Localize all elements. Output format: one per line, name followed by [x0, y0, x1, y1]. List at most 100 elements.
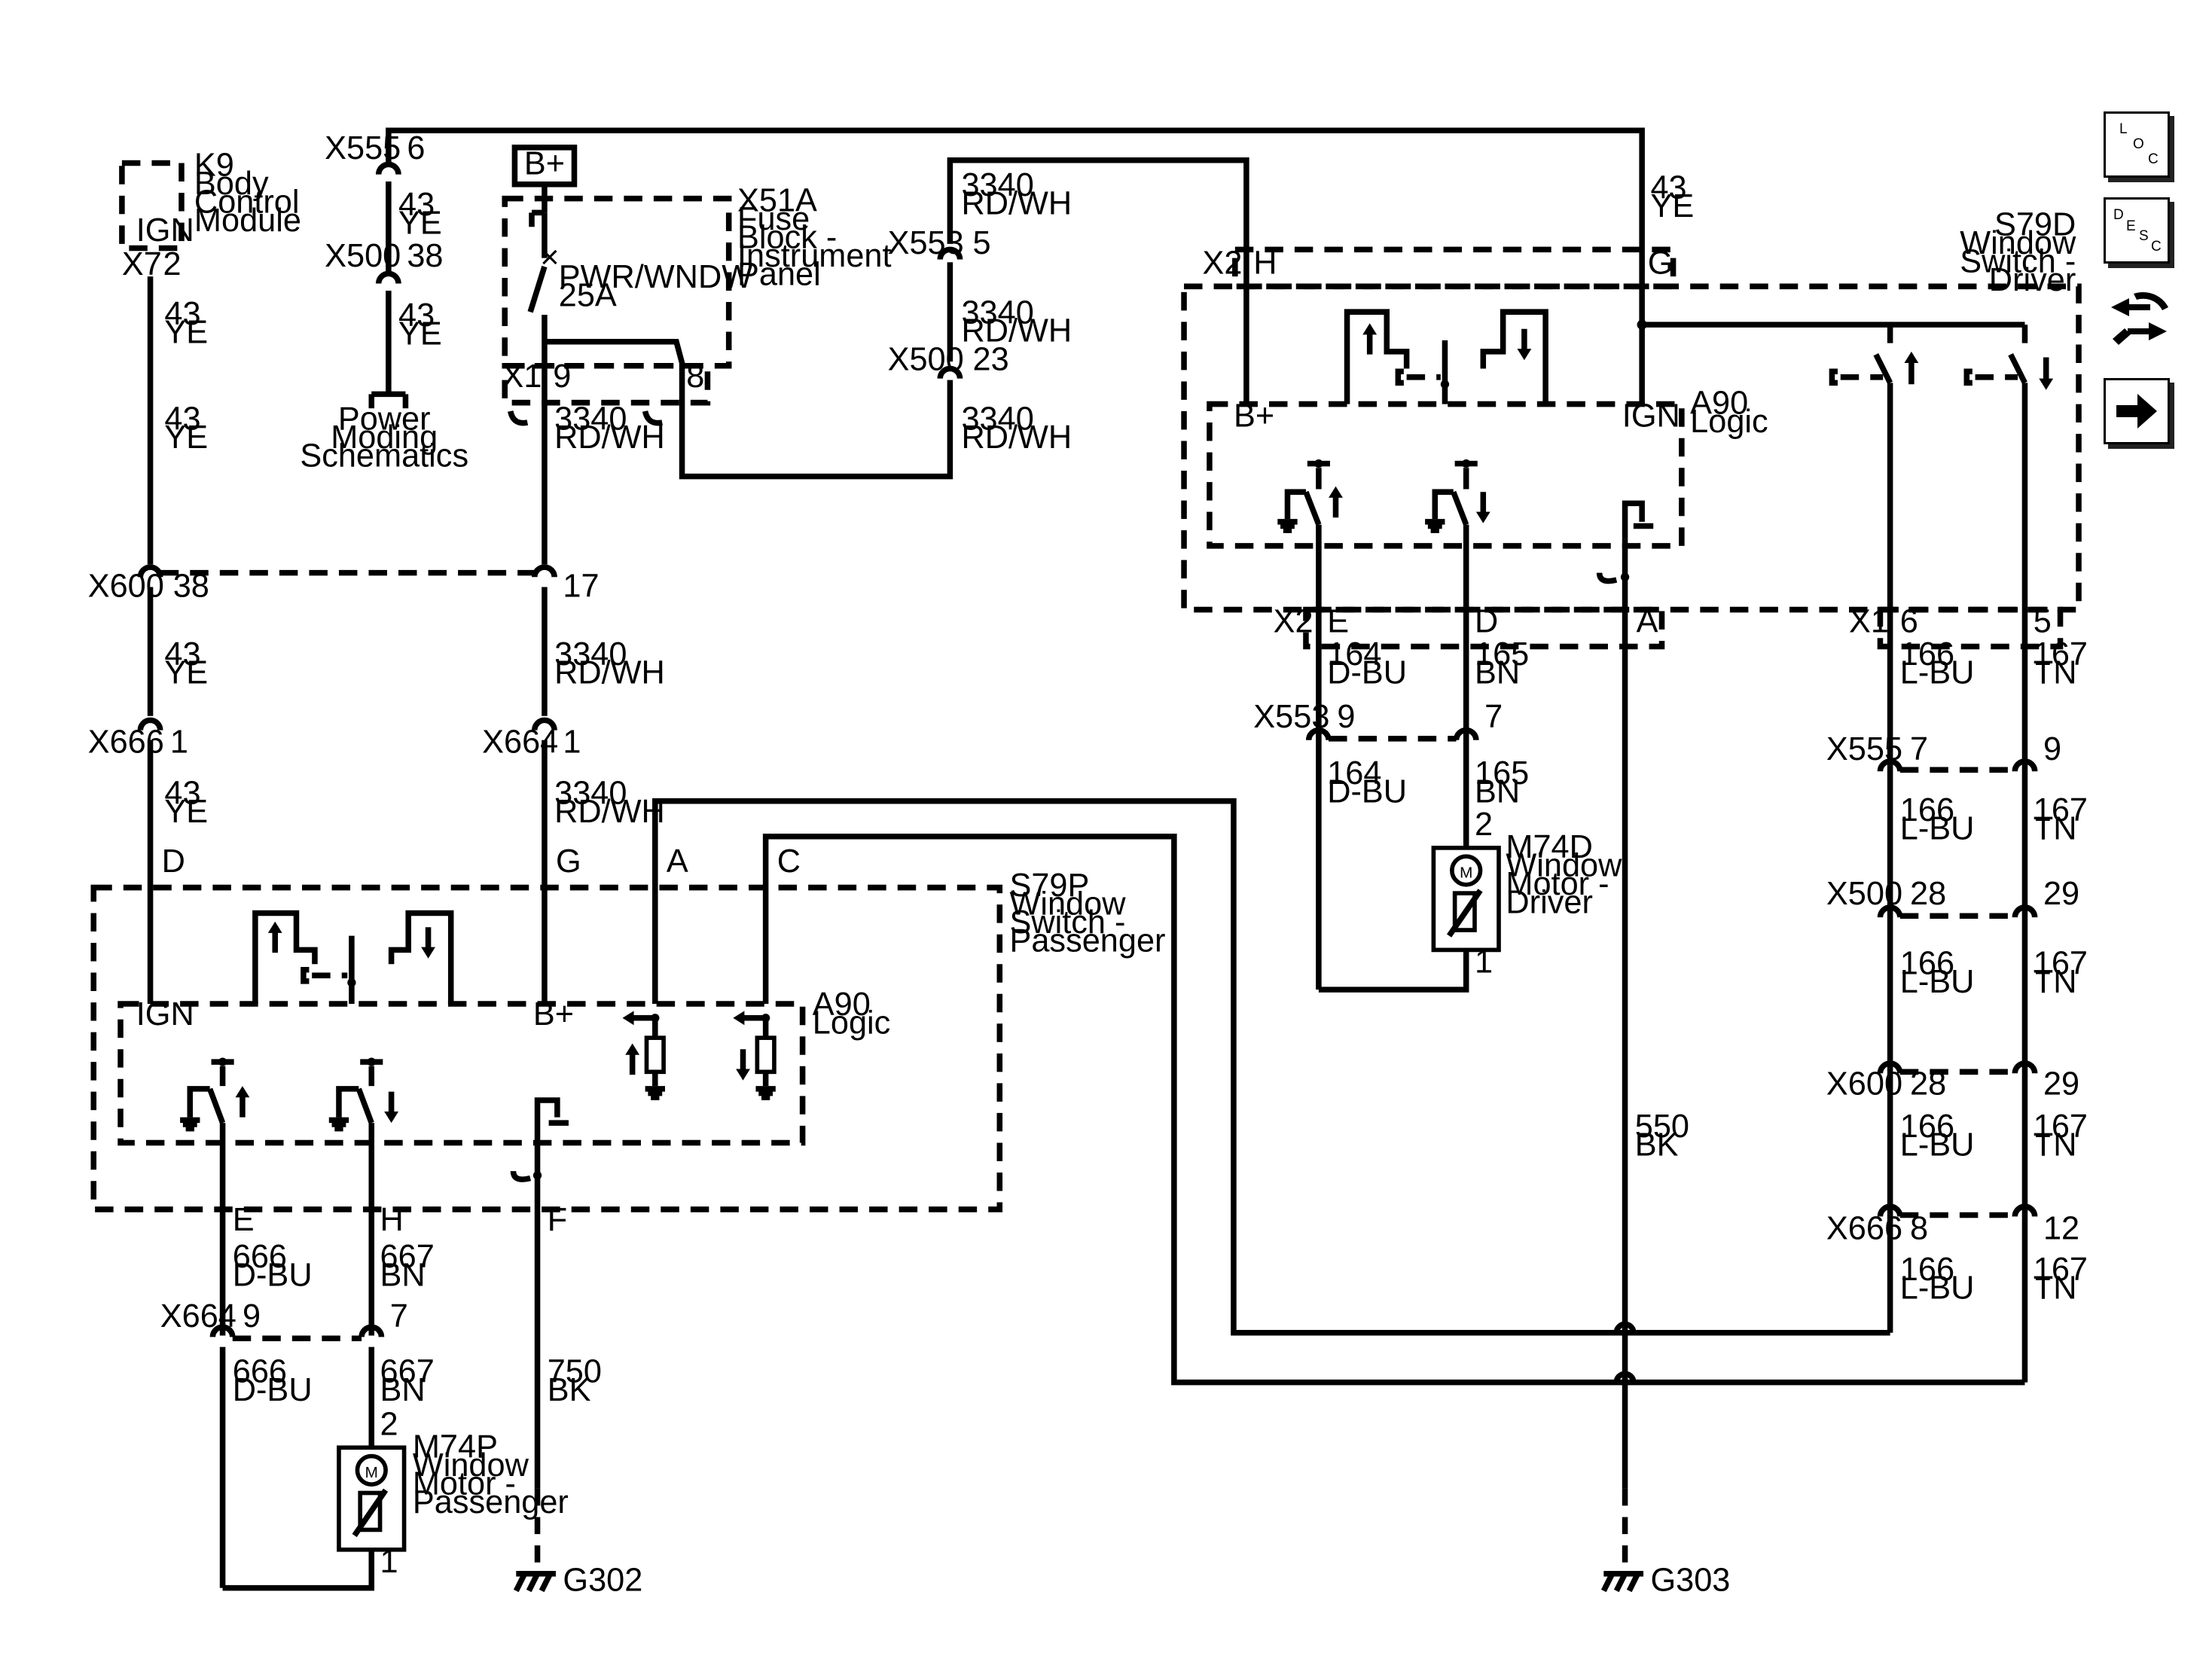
m74p-m: M — [365, 1464, 378, 1481]
s79d-driver-switch — [1181, 246, 2082, 1489]
x51a-label-1: Fuse — [737, 201, 810, 237]
svg-text:667: 667 — [380, 1239, 435, 1275]
power-moding-2: Moding — [331, 419, 438, 456]
m74d-label-1: Window — [1506, 848, 1622, 884]
ground-g302 — [513, 1488, 557, 1593]
svg-text:BN: BN — [380, 1372, 426, 1408]
svg-text:1: 1 — [563, 724, 581, 761]
passenger-connectors — [212, 1327, 381, 1588]
svg-text:YE: YE — [164, 794, 208, 830]
svg-text:17: 17 — [563, 569, 599, 605]
svg-text:5: 5 — [973, 225, 991, 261]
next-arrow-button[interactable] — [2104, 378, 2170, 444]
battery-positive-box — [511, 145, 578, 188]
svg-text:164: 164 — [1327, 755, 1381, 791]
x51a-fuse-block — [502, 195, 732, 369]
x51a-label-2: Block - — [737, 219, 837, 255]
svg-text:A: A — [667, 843, 688, 880]
svg-text:5: 5 — [2034, 604, 2052, 640]
m74d-id: M74D — [1506, 829, 1593, 865]
svg-text:166: 166 — [1900, 1252, 1954, 1288]
m74p-window-motor-passenger — [222, 1445, 407, 1591]
svg-text:A90: A90 — [813, 987, 871, 1023]
x51a-label-3: Instrument — [737, 238, 892, 274]
svg-text:D: D — [162, 843, 185, 880]
svg-text:38: 38 — [407, 238, 443, 274]
svg-text:TN: TN — [2034, 654, 2077, 691]
svg-text:165: 165 — [1475, 636, 1529, 672]
loc-o: O — [2133, 136, 2144, 152]
m74d-label-3: Driver — [1506, 884, 1592, 920]
s79p-labels: S79P Window Switch - Passenger D G A C I… — [136, 843, 1166, 1238]
m74d-m: M — [1460, 864, 1472, 881]
svg-text:3340: 3340 — [961, 294, 1033, 331]
g303-label: G303 — [1650, 1562, 1730, 1598]
x51a-pin8: 8 — [686, 358, 704, 395]
m74p-pin2: 2 — [380, 1406, 398, 1442]
svg-text:7: 7 — [390, 1298, 408, 1334]
svg-text:S79D: S79D — [1994, 207, 2076, 243]
svg-text:Switch -: Switch - — [1009, 904, 1125, 941]
svg-text:D-BU: D-BU — [1327, 774, 1407, 810]
svg-text:X600: X600 — [1826, 1066, 1902, 1102]
k9-id: K9 — [194, 147, 234, 183]
svg-text:RD/WH: RD/WH — [961, 185, 1072, 221]
location-button[interactable]: L O C — [2104, 111, 2170, 178]
svg-text:S79P: S79P — [1009, 868, 1089, 904]
svg-text:RD/WH: RD/WH — [554, 419, 665, 456]
svg-text:G: G — [556, 843, 581, 880]
svg-text:BN: BN — [380, 1258, 426, 1294]
svg-text:3340: 3340 — [554, 401, 627, 437]
svg-text:167: 167 — [2034, 1252, 2088, 1288]
k9-body-control-module — [119, 160, 185, 252]
svg-text:D-BU: D-BU — [233, 1258, 313, 1294]
svg-text:Window: Window — [1960, 225, 2076, 261]
svg-text:X500: X500 — [888, 341, 964, 377]
loc-c: C — [2148, 151, 2159, 167]
k9-ign: IGN — [136, 212, 194, 249]
svg-text:TN: TN — [2034, 811, 2077, 847]
svg-text:X553: X553 — [1253, 699, 1329, 735]
battery-label: B+ — [524, 146, 565, 182]
svg-text:RD/WH: RD/WH — [961, 419, 1072, 456]
desc-c: C — [2151, 239, 2162, 255]
fuse-x-mark: × — [540, 239, 559, 276]
connector-tools-icon[interactable] — [2104, 285, 2174, 355]
svg-text:E: E — [233, 1202, 255, 1238]
m74d-label-2: Motor - — [1506, 866, 1609, 902]
svg-text:G: G — [1648, 245, 1673, 281]
svg-text:YE: YE — [398, 206, 442, 242]
svg-text:D: D — [1475, 604, 1498, 640]
svg-text:L-BU: L-BU — [1900, 1270, 1975, 1307]
svg-text:43: 43 — [1650, 170, 1686, 206]
svg-text:666: 666 — [233, 1239, 287, 1275]
m74p-label-2: Motor - — [413, 1465, 516, 1502]
loc-l: L — [2119, 121, 2128, 137]
g302-label: G302 — [563, 1562, 642, 1598]
svg-text:X664: X664 — [160, 1298, 236, 1334]
k9-label-3: Module — [194, 203, 301, 239]
x1-pin9-tick — [508, 410, 529, 426]
svg-text:H: H — [1253, 245, 1277, 281]
x51a-label-4: Panel — [737, 256, 821, 292]
svg-text:43: 43 — [164, 775, 200, 811]
svg-text:B+: B+ — [1234, 398, 1274, 435]
svg-text:3340: 3340 — [961, 167, 1033, 203]
m74p-label-1: Window — [413, 1447, 529, 1484]
svg-text:IGN: IGN — [1622, 398, 1680, 435]
svg-text:TN: TN — [2034, 964, 2077, 1000]
svg-text:9: 9 — [2043, 731, 2061, 767]
svg-text:BN: BN — [1475, 654, 1520, 691]
svg-text:F: F — [548, 1202, 567, 1238]
x51a-id: X51A — [737, 183, 817, 219]
svg-text:28: 28 — [1910, 1066, 1946, 1102]
svg-text:X2: X2 — [1274, 604, 1313, 640]
svg-text:167: 167 — [2034, 792, 2088, 828]
svg-text:X500: X500 — [325, 238, 401, 274]
description-button[interactable]: D E S C — [2104, 197, 2170, 264]
svg-text:7: 7 — [1910, 731, 1928, 767]
svg-text:X666: X666 — [88, 724, 164, 761]
svg-text:YE: YE — [164, 654, 208, 691]
svg-text:9: 9 — [1337, 699, 1355, 735]
